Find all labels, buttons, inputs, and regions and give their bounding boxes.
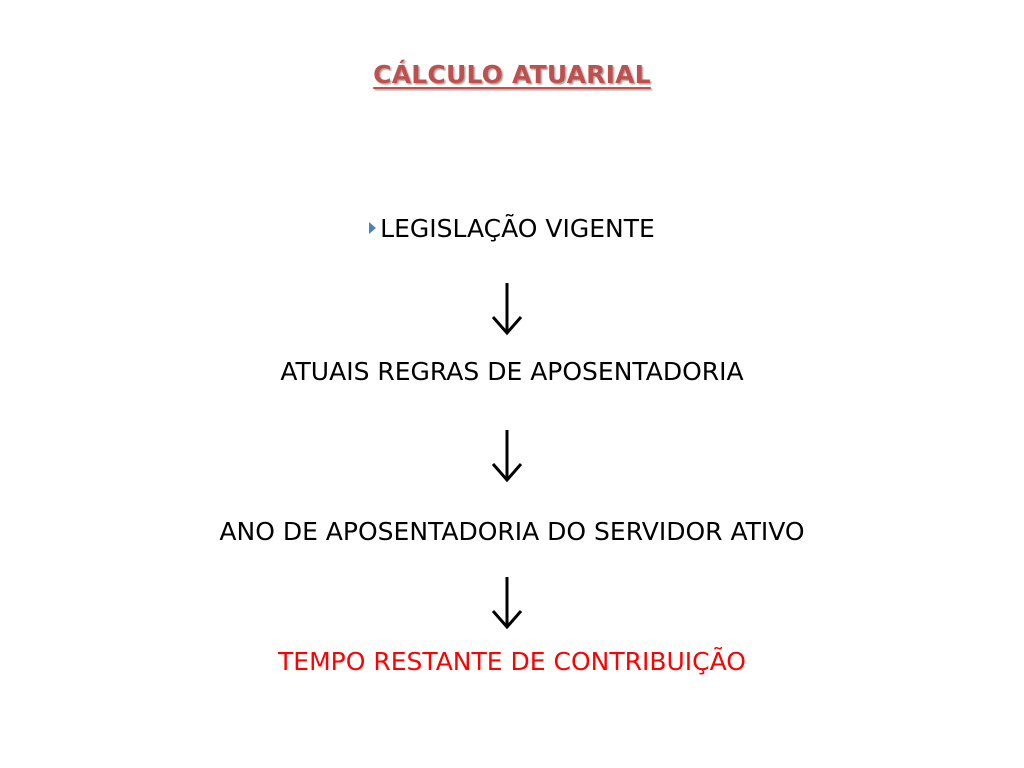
slide-title: CÁLCULO ATUARIAL bbox=[373, 60, 651, 89]
step-atuais-regras: ATUAIS REGRAS DE APOSENTADORIA bbox=[0, 357, 1024, 386]
step-label: ATUAIS REGRAS DE APOSENTADORIA bbox=[280, 357, 744, 386]
step-label: LEGISLAÇÃO VIGENTE bbox=[380, 214, 655, 243]
step-legislacao-vigente: LEGISLAÇÃO VIGENTE bbox=[0, 214, 1024, 243]
down-arrow-icon bbox=[491, 430, 523, 483]
triangle-bullet-icon bbox=[369, 222, 377, 234]
down-arrow-icon bbox=[491, 283, 523, 336]
step-label: TEMPO RESTANTE DE CONTRIBUIÇÃO bbox=[278, 647, 746, 676]
step-label: ANO DE APOSENTADORIA DO SERVIDOR ATIVO bbox=[219, 517, 805, 546]
step-ano-aposentadoria: ANO DE APOSENTADORIA DO SERVIDOR ATIVO bbox=[0, 517, 1024, 546]
down-arrow-icon bbox=[491, 577, 523, 630]
step-tempo-restante: TEMPO RESTANTE DE CONTRIBUIÇÃO bbox=[0, 647, 1024, 676]
